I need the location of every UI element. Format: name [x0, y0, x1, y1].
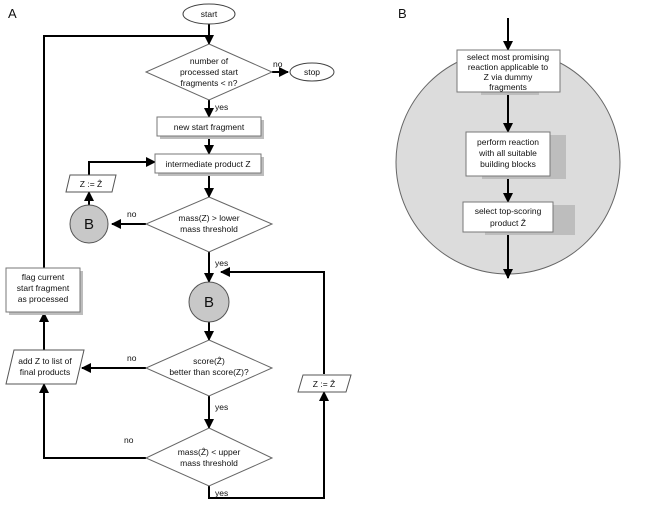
edge-label-no-score: no	[127, 353, 137, 363]
svg-text:fragments: fragments	[489, 82, 527, 92]
add-to-final-products: add Z to list of final products	[5, 349, 85, 385]
svg-text:score(Ẑ): score(Ẑ)	[193, 356, 225, 366]
panel-label-a: A	[8, 6, 17, 21]
svg-text:mass(Ẑ) < upper: mass(Ẑ) < upper	[178, 447, 241, 457]
svg-text:intermediate product Z: intermediate product Z	[165, 159, 250, 169]
panel-a-connectors	[39, 23, 329, 499]
edge-label-yes-lower: yes	[215, 258, 228, 268]
edge-label-no-upper: no	[124, 435, 134, 445]
process-intermediate-product: intermediate product Z	[154, 153, 264, 176]
svg-text:mass threshold: mass threshold	[180, 458, 238, 468]
step-select-reaction: select most promising reaction applicabl…	[456, 49, 561, 95]
svg-text:number of: number of	[190, 56, 229, 66]
process-new-start-fragment: new start fragment	[156, 116, 264, 139]
svg-text:perform reaction: perform reaction	[477, 137, 539, 147]
svg-text:select top-scoring: select top-scoring	[475, 206, 542, 216]
svg-text:start fragment: start fragment	[17, 283, 70, 293]
svg-text:as processed: as processed	[18, 294, 69, 304]
panel-b: select most promising reaction applicabl…	[395, 18, 621, 279]
svg-text:start: start	[201, 9, 218, 19]
edge-label-yes-fragments: yes	[215, 102, 228, 112]
decision-processed-fragments: number of processed start fragments < n?	[144, 43, 274, 101]
svg-text:building blocks: building blocks	[480, 159, 536, 169]
svg-text:add Z to list of: add Z to list of	[18, 356, 72, 366]
svg-text:final products: final products	[20, 367, 71, 377]
svg-text:mass(Z) > lower: mass(Z) > lower	[178, 213, 239, 223]
svg-text:fragments < n?: fragments < n?	[181, 78, 238, 88]
decision-upper-mass: mass(Ẑ) < upper mass threshold	[144, 427, 274, 487]
assign-z-right: Z := Ẑ	[297, 374, 352, 393]
subroutine-b-circle-left: B	[69, 204, 109, 244]
svg-text:B: B	[84, 216, 94, 233]
decision-lower-mass: mass(Z) > lower mass threshold	[144, 196, 274, 253]
step-perform-reaction: perform reaction with all suitable build…	[465, 131, 566, 179]
svg-text:Z via dummy: Z via dummy	[484, 72, 533, 82]
decision-score: score(Ẑ) better than score(Z)?	[144, 339, 274, 397]
svg-text:mass threshold: mass threshold	[180, 224, 238, 234]
edge-label-no-stop: no	[273, 59, 283, 69]
svg-text:with all suitable: with all suitable	[478, 148, 537, 158]
panel-label-b: B	[398, 6, 407, 21]
assign-z-top: Z := Ẑ	[65, 174, 117, 193]
process-flag-current: flag current start fragment as processed	[5, 267, 83, 315]
svg-text:new start fragment: new start fragment	[174, 122, 245, 132]
edge-label-no-lower: no	[127, 209, 137, 219]
start-terminal: start	[182, 3, 236, 25]
svg-text:Z := Ẑ: Z := Ẑ	[313, 379, 335, 389]
svg-text:reaction applicable to: reaction applicable to	[468, 62, 549, 72]
svg-text:better than score(Z)?: better than score(Z)?	[169, 367, 249, 377]
svg-text:processed start: processed start	[180, 67, 239, 77]
subroutine-b-circle-middle: B	[188, 281, 230, 323]
svg-text:select most promising: select most promising	[467, 52, 549, 62]
svg-text:flag current: flag current	[22, 272, 65, 282]
svg-text:product Ẑ: product Ẑ	[490, 218, 526, 228]
svg-text:stop: stop	[304, 67, 320, 77]
edge-label-yes-upper: yes	[215, 488, 228, 498]
edge-label-yes-score: yes	[215, 402, 228, 412]
step-select-top-scoring: select top-scoring product Ẑ	[462, 201, 575, 235]
svg-text:Z := Ẑ: Z := Ẑ	[80, 179, 102, 189]
stop-terminal: stop	[289, 62, 335, 82]
svg-text:B: B	[204, 294, 214, 311]
edge-labels: no yes no yes no yes no yes	[124, 59, 283, 498]
